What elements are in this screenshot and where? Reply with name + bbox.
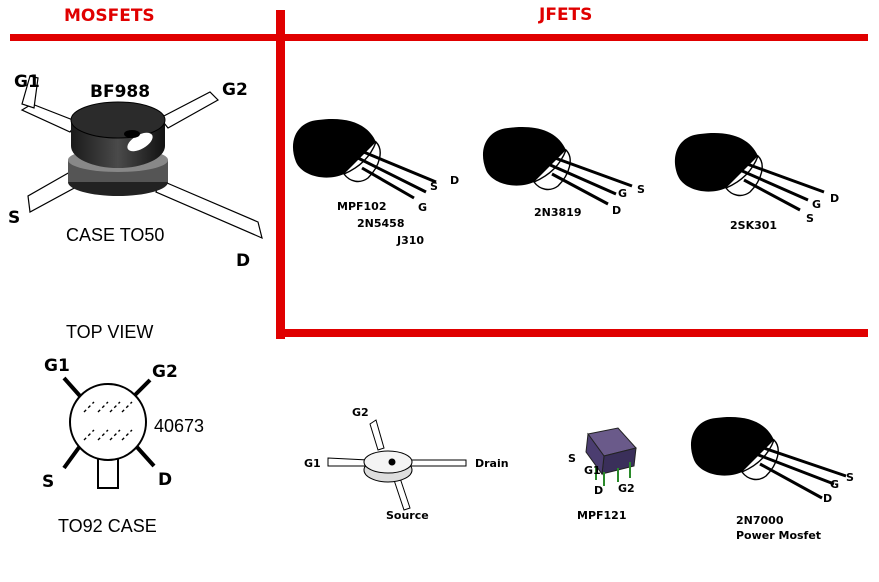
red-dividers bbox=[10, 10, 868, 339]
to92-case-label: TO92 CASE bbox=[58, 516, 157, 536]
jfet3-pin-d: D bbox=[830, 192, 840, 205]
jfet1-pin-s: S bbox=[430, 180, 438, 193]
jfet1-part-2n5458: 2N5458 bbox=[357, 217, 405, 230]
mpf121-part-label: MPF121 bbox=[577, 509, 627, 522]
bf988-pin-g2: G2 bbox=[222, 80, 248, 100]
mpf121-pin-g1: G1 bbox=[584, 464, 601, 477]
jfet2-pin-g: G bbox=[618, 187, 628, 200]
jfet1-part-mpf102: MPF102 bbox=[337, 200, 387, 213]
jfet1-part-j310: J310 bbox=[397, 234, 425, 247]
n7000-body bbox=[690, 416, 847, 500]
to92-pin-d: D bbox=[158, 470, 173, 490]
jfet-2sk301-body bbox=[674, 132, 825, 212]
jfet-2n3819-body bbox=[482, 126, 633, 206]
jfet1-pin-d: D bbox=[450, 174, 460, 187]
jfet2-part-label: 2N3819 bbox=[534, 206, 582, 219]
to92-pin-g1: G1 bbox=[44, 356, 70, 376]
bf988-pin-d: D bbox=[236, 251, 251, 271]
jfet1-pin-g: G bbox=[418, 201, 428, 214]
cross-fet-package bbox=[327, 419, 467, 511]
mpf121-pin-s: S bbox=[568, 452, 576, 465]
bf988-case-label: CASE TO50 bbox=[66, 225, 165, 245]
cross-fet-pin-g2: G2 bbox=[352, 406, 369, 419]
n7000-pin-d: D bbox=[823, 492, 833, 505]
to92-pin-g2: G2 bbox=[152, 362, 178, 382]
n7000-pin-g: G bbox=[830, 478, 840, 491]
cross-fet-pin-g1: G1 bbox=[304, 457, 321, 470]
mpf121-pin-g2: G2 bbox=[618, 482, 635, 495]
jfet2-pin-d: D bbox=[612, 204, 622, 217]
n7000-pin-s: S bbox=[846, 471, 854, 484]
n7000-desc-label: Power Mosfet bbox=[736, 529, 822, 542]
to92-part-label: 40673 bbox=[154, 416, 205, 436]
jfet3-pin-s: S bbox=[806, 212, 814, 225]
cross-fet-pin-source: Source bbox=[386, 509, 429, 522]
bf988-pin-s: S bbox=[8, 208, 21, 228]
bf988-package bbox=[20, 75, 263, 240]
mosfets-header: MOSFETS bbox=[64, 6, 155, 26]
n7000-part-label: 2N7000 bbox=[736, 514, 784, 527]
mpf121-pin-d: D bbox=[594, 484, 604, 497]
jfet3-pin-g: G bbox=[812, 198, 822, 211]
to92-top-view bbox=[62, 376, 156, 489]
mpf121-package bbox=[585, 427, 637, 486]
jfet2-pin-s: S bbox=[637, 183, 645, 196]
jfet-mpf102-body bbox=[292, 118, 437, 200]
jfets-header: JFETS bbox=[539, 5, 593, 25]
jfet3-part-label: 2SK301 bbox=[730, 219, 778, 232]
to92-view-label: TOP VIEW bbox=[66, 322, 154, 342]
cross-fet-pin-drain: Drain bbox=[475, 457, 509, 470]
bf988-part-label: BF988 bbox=[90, 82, 151, 102]
bf988-pin-g1: G1 bbox=[14, 72, 40, 92]
to92-pin-s: S bbox=[42, 472, 55, 492]
